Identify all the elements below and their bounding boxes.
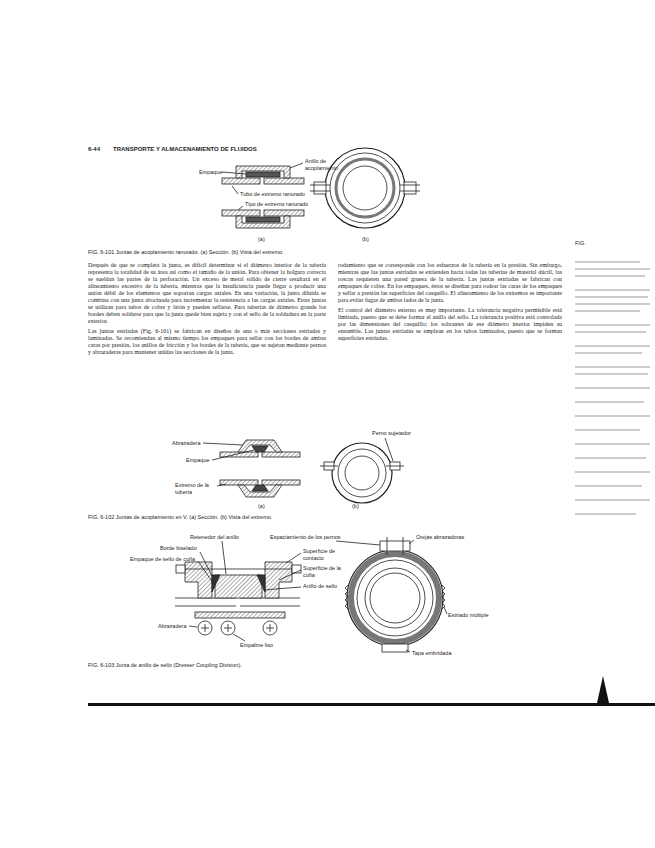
part-label: Empaque de sello de cuña [130, 556, 195, 563]
part-label: Superficie de contacto [303, 548, 343, 561]
figure-caption: FIG. 6-102 Juntas de acoplamiento en V. … [88, 514, 428, 521]
part-label: Espaciamiento de los pernos [270, 534, 341, 541]
margin-fragment: FIG. [575, 240, 586, 247]
part-label: Abrazadera [172, 440, 200, 447]
part-label: Empaque [186, 457, 210, 464]
part-label: Retenedor del anillo [190, 534, 239, 541]
part-label: Abrazadera [158, 623, 186, 630]
figure-caption: FIG. 6-101 Juntas de acoplamiento ranura… [88, 249, 408, 256]
view-label: (b) [362, 236, 369, 243]
part-label: Borde biselado [160, 545, 197, 552]
figure-caption: FIG. 6-103 Junta de anillo de sello (Dre… [88, 662, 428, 669]
view-label: (b) [352, 503, 359, 510]
body-paragraph: rodamiento que se corresponde con los es… [338, 262, 562, 304]
page-number: 6-44 [88, 146, 100, 153]
part-label: Empalme liso [240, 642, 273, 649]
part-label: Orejas abrazadoras [416, 534, 464, 541]
part-label: Tipo de extremo ranurado [245, 201, 308, 208]
body-paragraph: Después de que se completa la junta, es … [88, 262, 326, 325]
part-label: Tapa embridada [412, 650, 451, 657]
part-label: Estriado múltiple [448, 612, 489, 619]
part-label: Empaque [199, 169, 223, 176]
view-label: (a) [258, 503, 265, 510]
part-label: Superficie de la cuña [303, 565, 343, 578]
part-label: Extremo de la tubería [175, 482, 215, 495]
view-label: (a) [258, 236, 265, 243]
body-paragraph: Las juntas estriadas (Fig. 6-101) se fab… [88, 328, 326, 356]
body-paragraph: El control del diámetro externo es muy i… [338, 307, 562, 342]
part-label: Anillo de sello [303, 583, 343, 590]
page-header: TRANSPORTE Y ALMACENAMIENTO DE FLUIDOS [113, 146, 257, 153]
part-label: Anillo de acoplamiento [305, 158, 347, 171]
part-label: Perno sujetador [372, 430, 411, 437]
part-label: Tubo de extremo ranurado [240, 191, 305, 198]
